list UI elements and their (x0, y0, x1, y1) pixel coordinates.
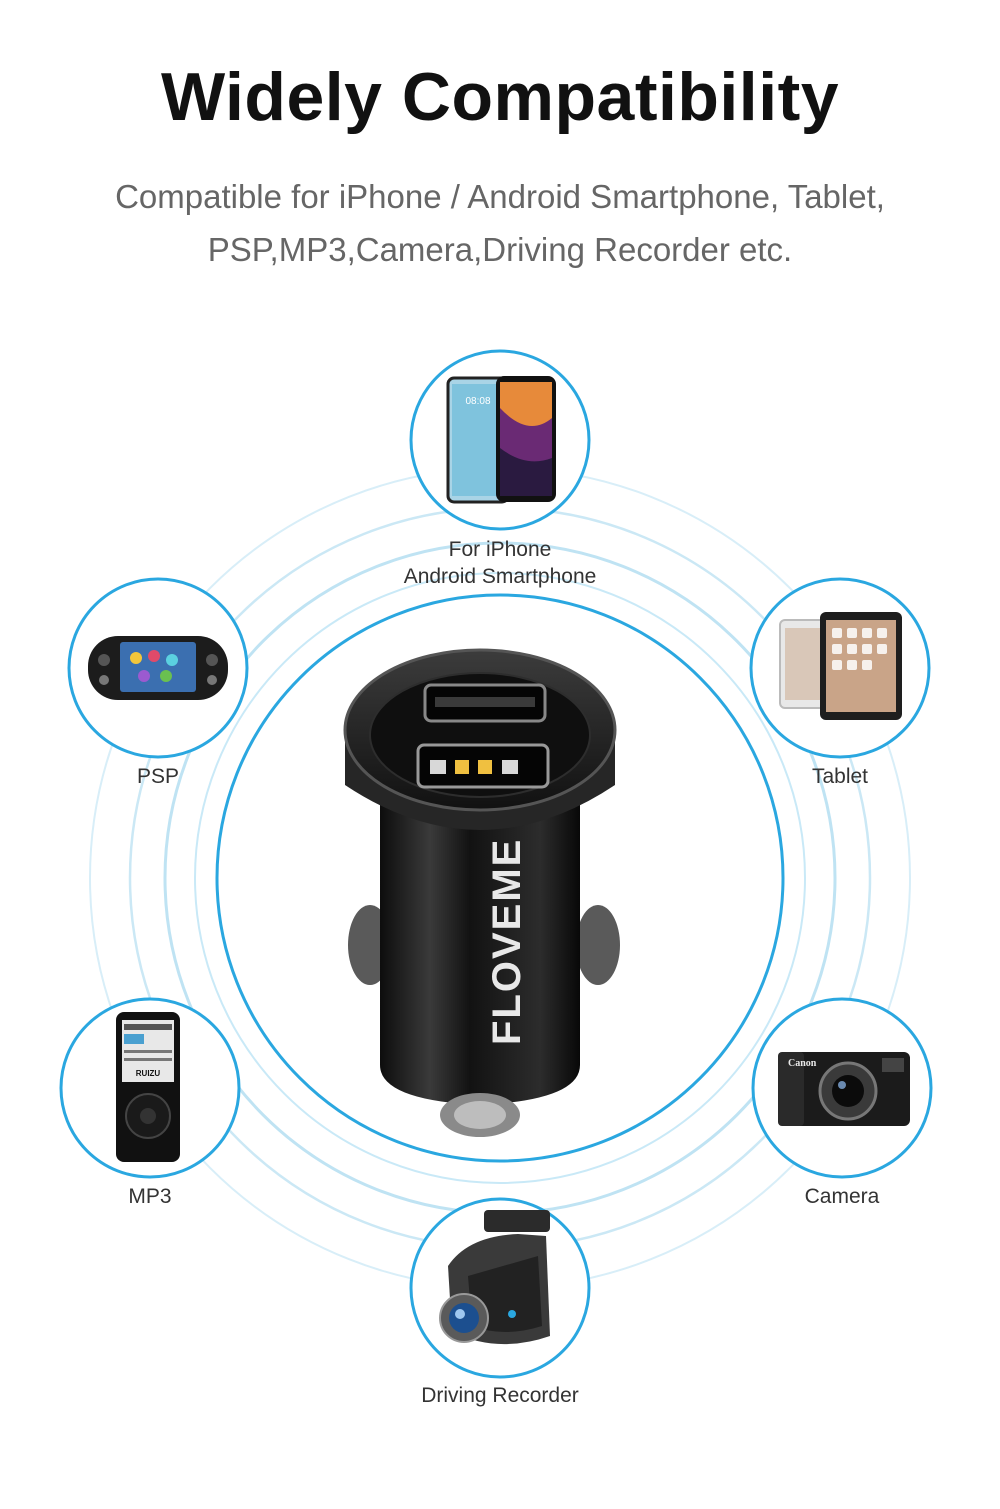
tablet-label: Tablet (811, 765, 869, 788)
camera-bubble: Canon (751, 997, 933, 1179)
svg-text:RUIZU: RUIZU (136, 1069, 161, 1078)
camera-label: Camera (804, 1185, 880, 1208)
tablet-bubble (749, 577, 931, 759)
smartphone-bubble: 08:08 (409, 349, 591, 531)
recorder-bubble (409, 1197, 591, 1379)
subtitle-line-1: Compatible for iPhone / Android Smartpho… (115, 178, 885, 215)
tablet-icon (779, 612, 902, 720)
svg-text:Canon: Canon (788, 1058, 817, 1069)
smartphone-icon: 08:08 (446, 376, 556, 504)
mp3-label: MP3 (128, 1185, 172, 1208)
camera-icon: Canon (778, 1052, 910, 1126)
subtitle-line-2: PSP,MP3,Camera,Driving Recorder etc. (207, 231, 793, 268)
psp-bubble (67, 577, 249, 759)
psp-label: PSP (136, 765, 180, 788)
page-title: Widely Compatibility (160, 59, 840, 135)
phone-label: For iPhone Android Smartphone (370, 536, 630, 590)
brand-text: FLOVEME (485, 838, 529, 1045)
phone-label-line2: Android Smartphone (403, 565, 597, 588)
recorder-label: Driving Recorder (421, 1384, 579, 1407)
handheld-console-icon (88, 636, 228, 700)
svg-text:08:08: 08:08 (465, 396, 490, 407)
mp3-player-icon: RUIZU (116, 1012, 180, 1162)
phone-label-line1: For iPhone (448, 538, 552, 561)
dashcam-icon (439, 1210, 550, 1345)
car-charger-icon: FLOVEME (343, 648, 620, 1137)
mp3-bubble: RUIZU (59, 997, 241, 1179)
